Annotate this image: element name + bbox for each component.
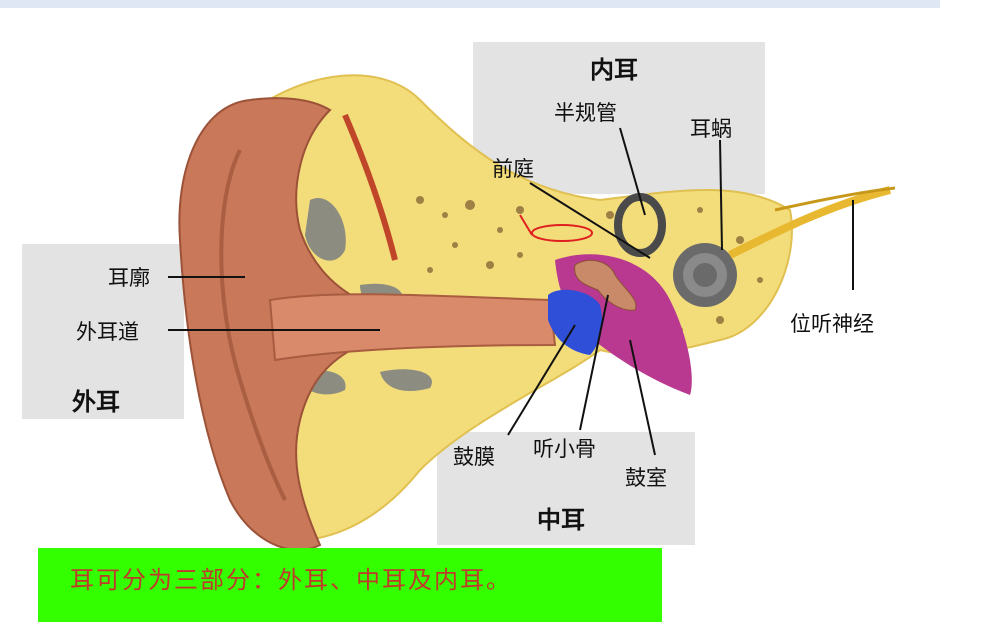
semicircular-canals-label: 半规管	[554, 101, 617, 125]
ossicles-shape	[574, 259, 637, 311]
vestibule-label: 前庭	[492, 157, 534, 181]
middle-ear-region	[437, 432, 695, 545]
outer-ear-region	[22, 244, 184, 419]
inner-ear-region	[473, 42, 765, 194]
inner-ear-title: 内耳	[590, 56, 638, 84]
middle-ear-title: 中耳	[537, 506, 585, 534]
nerve-label: 位听神经	[790, 312, 874, 336]
auricle-label: 耳廓	[108, 266, 150, 290]
bone-texture	[416, 196, 763, 333]
nerve-shape	[728, 186, 891, 259]
eardrum-label: 鼓膜	[453, 445, 495, 469]
cochlea-shape	[673, 243, 737, 307]
ear-canal-shape	[268, 293, 557, 362]
caption-bar	[38, 548, 662, 622]
tympanic-cavity-shape	[555, 254, 692, 395]
caption-text: 耳可分为三部分：外耳、中耳及内耳。	[70, 566, 512, 594]
outer-ear-title: 外耳	[72, 388, 120, 416]
highlight-mark	[531, 224, 593, 242]
top-bar	[0, 0, 940, 8]
ear-canal-label: 外耳道	[76, 320, 139, 344]
ossicles-label: 听小骨	[533, 437, 596, 461]
tympanic-cavity-label: 鼓室	[625, 466, 667, 490]
eardrum-shape	[548, 289, 602, 355]
cochlea-label: 耳蜗	[690, 117, 732, 141]
leader-lines	[168, 127, 854, 456]
